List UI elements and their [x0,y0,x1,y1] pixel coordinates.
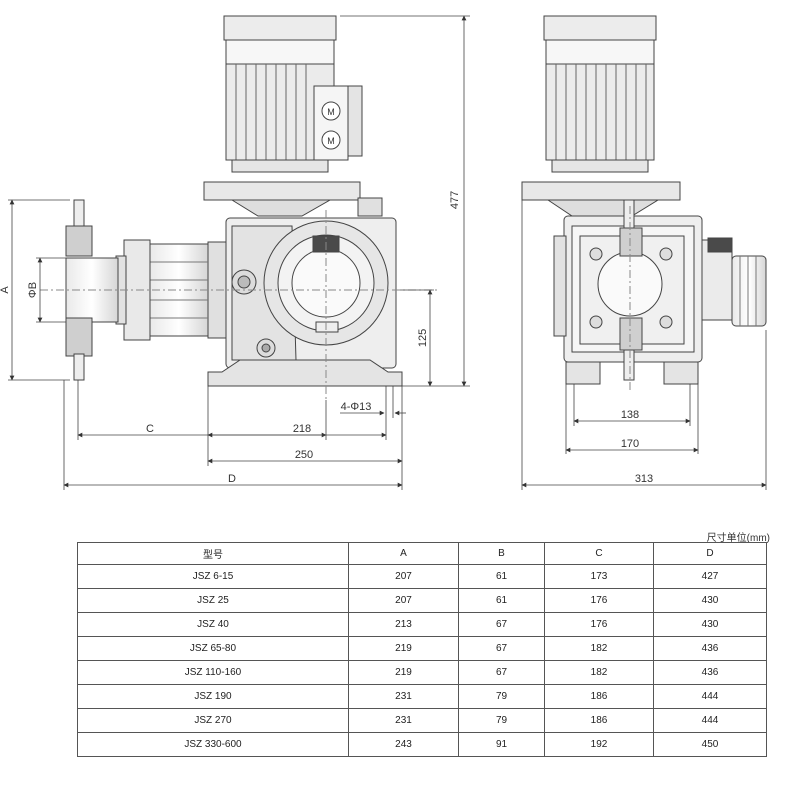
motor-front: M M [223,15,363,173]
side-view [521,15,767,390]
table-header-row: 型号 A B C D [77,542,767,565]
cell-b: 61 [458,564,545,589]
header-d: D [653,542,767,565]
cell-c: 186 [544,684,654,709]
cell-a: 243 [348,732,459,757]
dim-holes: 4-Φ13 [341,401,372,413]
cell-a: 207 [348,588,459,613]
cell-d: 436 [653,660,767,685]
cell-a: 219 [348,660,459,685]
cell-d: 430 [653,612,767,637]
dim-218: 218 [293,423,311,435]
cell-a: 231 [348,684,459,709]
front-view: M M [40,15,440,400]
cell-c: 173 [544,564,654,589]
cell-a: 231 [348,708,459,733]
header-c: C [544,542,654,565]
spec-table: 型号 A B C D JSZ 6-15 207 61 173 427 JSZ 2… [77,542,767,757]
gearbox-side [553,199,703,381]
motor-symbol-2: M [327,136,335,146]
motor-symbol-1: M [327,107,335,117]
cell-a: 207 [348,564,459,589]
cell-b: 79 [458,708,545,733]
unit-note: 尺寸单位(mm) [706,533,770,544]
table-row: JSZ 25 207 61 176 430 [77,588,767,613]
table-row: JSZ 190 231 79 186 444 [77,684,767,709]
dim-125: 125 [417,329,429,347]
cell-c: 192 [544,732,654,757]
front-dimensions [8,15,470,490]
cell-model: JSZ 190 [77,684,349,709]
cell-c: 182 [544,660,654,685]
header-model: 型号 [77,542,349,565]
cell-model: JSZ 110-160 [77,660,349,685]
cell-model: JSZ 330-600 [77,732,349,757]
cell-c: 176 [544,588,654,613]
cell-d: 444 [653,708,767,733]
dim-d: D [228,473,236,485]
pump-head-side [701,237,767,327]
dim-138: 138 [621,409,639,421]
cell-model: JSZ 65-80 [77,636,349,661]
cell-b: 67 [458,612,545,637]
table-row: JSZ 40 213 67 176 430 [77,612,767,637]
cell-model: JSZ 6-15 [77,564,349,589]
table-row: JSZ 110-160 219 67 182 436 [77,660,767,685]
table-row: JSZ 65-80 219 67 182 436 [77,636,767,661]
dim-c: C [146,423,154,435]
cell-d: 427 [653,564,767,589]
cell-d: 450 [653,732,767,757]
cell-c: 186 [544,708,654,733]
dim-phi-b: ΦB [27,282,39,298]
cell-d: 444 [653,684,767,709]
dim-170: 170 [621,438,639,450]
motor-flange-front [203,181,361,201]
cell-b: 67 [458,636,545,661]
cell-c: 182 [544,636,654,661]
motor-side [543,15,657,173]
cell-b: 61 [458,588,545,613]
cell-model: JSZ 40 [77,612,349,637]
cell-b: 79 [458,684,545,709]
cell-a: 219 [348,636,459,661]
header-b: B [458,542,545,565]
motor-flange-side [521,181,681,201]
cell-model: JSZ 25 [77,588,349,613]
cell-d: 436 [653,636,767,661]
table-row: JSZ 330-600 243 91 192 450 [77,732,767,757]
gearbox-front [225,197,397,369]
dim-a: A [0,286,11,294]
cell-model: JSZ 270 [77,708,349,733]
cell-d: 430 [653,588,767,613]
dim-477: 477 [449,191,461,209]
cell-c: 176 [544,612,654,637]
header-a: A [348,542,459,565]
table-row: JSZ 6-15 207 61 173 427 [77,564,767,589]
table-row: JSZ 270 231 79 186 444 [77,708,767,733]
dim-250: 250 [295,449,313,461]
base-front [207,359,403,387]
side-dimensions [521,200,767,490]
cell-a: 213 [348,612,459,637]
dim-313: 313 [635,473,653,485]
pump-dimension-drawing: M M [0,15,767,490]
cell-b: 67 [458,660,545,685]
cell-b: 91 [458,732,545,757]
